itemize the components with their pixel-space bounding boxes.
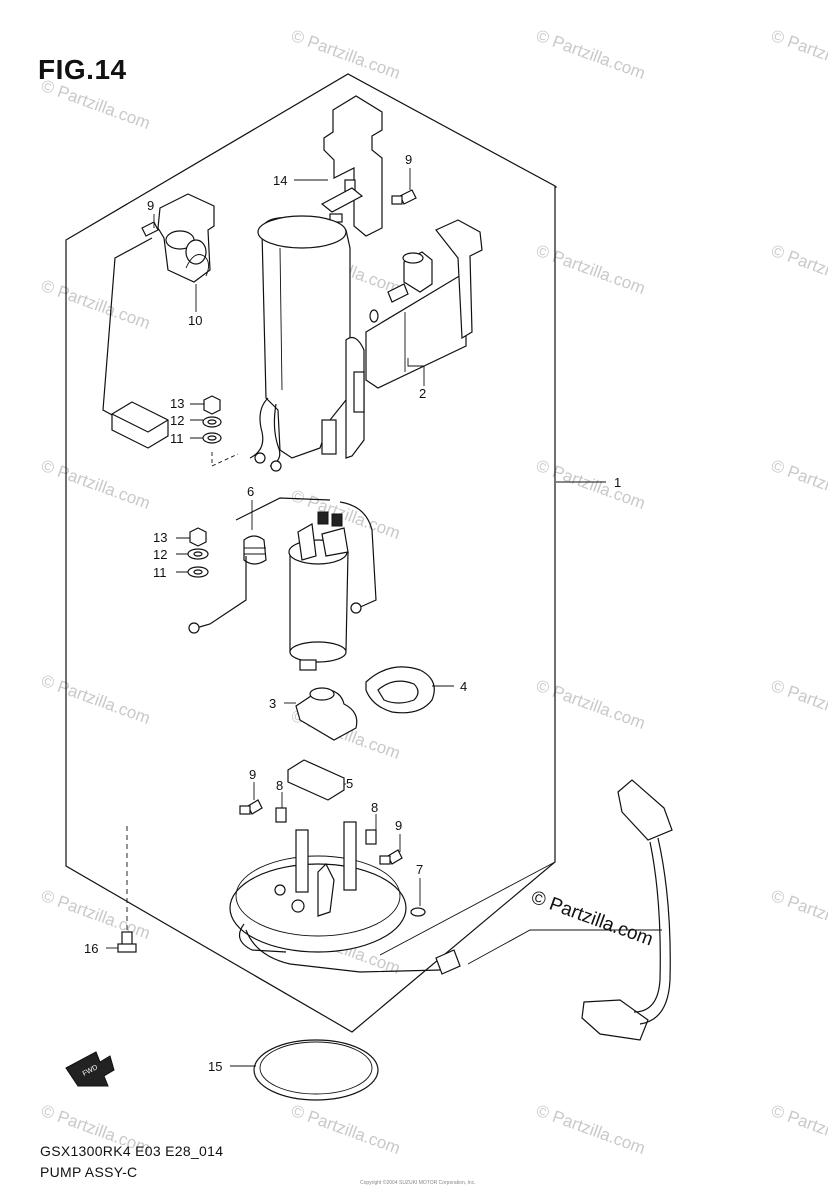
- pump-housing-part-2: [249, 215, 483, 472]
- watermark-text: © Partzilla.com: [289, 26, 403, 83]
- watermark-text: © Partzilla.com: [769, 886, 828, 943]
- watermark-text: © Partzilla.com: [769, 456, 828, 513]
- watermark-text: © Partzilla.com: [769, 676, 828, 733]
- assembly-name: PUMP ASSY-C: [40, 1164, 138, 1180]
- holder-part-3: [295, 687, 358, 741]
- callout-7: 7: [416, 862, 423, 877]
- watermark-text: © Partzilla.com: [289, 1101, 403, 1158]
- callout-11b: 11: [153, 565, 167, 580]
- watermark-text: © Partzilla.com: [769, 1101, 828, 1158]
- watermark-prominent: © Partzilla.com: [528, 887, 655, 951]
- callout-13b: 13: [153, 530, 167, 545]
- figure-title: FIG.14: [38, 54, 127, 85]
- fuel-hose: [555, 186, 673, 1041]
- callout-14: 14: [273, 173, 287, 188]
- watermark-text: © Partzilla.com: [534, 456, 648, 513]
- hardware-group-upper: [202, 395, 239, 467]
- callout-2: 2: [419, 386, 426, 401]
- screws-and-clamps: [239, 799, 426, 917]
- bracket-part-14: [320, 95, 383, 237]
- screw-part-9-top: [391, 189, 417, 205]
- callout-8b: 8: [371, 800, 378, 815]
- callout-numbers: 1 2 3 4 5 6 7 8 8 9 9 9 9 10 11 11 12 12…: [84, 152, 621, 1074]
- callout-6: 6: [247, 484, 254, 499]
- watermark-text: © Partzilla.com: [39, 76, 153, 133]
- callout-9d: 9: [395, 818, 402, 833]
- watermark-text: © Partzilla.com: [534, 1101, 648, 1158]
- copyright-note: Copyright ©2004 SUZUKI MOTOR Corporation…: [360, 1180, 476, 1186]
- watermark-text: © Partzilla.com: [39, 671, 153, 728]
- leader-lines: [106, 168, 662, 1067]
- watermark-text: © Partzilla.com: [534, 26, 648, 83]
- o-ring-part-15: [253, 1039, 379, 1101]
- watermark-text: © Partzilla.com: [534, 241, 648, 298]
- hardware-group-lower: [187, 527, 209, 578]
- callout-5: 5: [346, 776, 353, 791]
- callout-11a: 11: [170, 431, 184, 446]
- clip-part-4: [365, 666, 435, 714]
- damper-part-6: [243, 535, 267, 565]
- callout-1: 1: [614, 475, 621, 490]
- callout-12a: 12: [170, 413, 184, 428]
- callout-9a: 9: [405, 152, 412, 167]
- callout-12b: 12: [153, 547, 167, 562]
- watermark-text: © Partzilla.com: [769, 241, 828, 298]
- pump-base-plate: [229, 821, 461, 975]
- watermark-text: © Partzilla.com: [39, 456, 153, 513]
- callout-10: 10: [188, 313, 202, 328]
- callout-13a: 13: [170, 396, 184, 411]
- callout-3: 3: [269, 696, 276, 711]
- fuel-pump-motor: [188, 497, 377, 671]
- callout-15: 15: [208, 1059, 222, 1074]
- plate-part-5: [287, 759, 345, 801]
- forward-arrow-icon: FWD: [65, 1051, 115, 1087]
- callout-16: 16: [84, 941, 98, 956]
- model-code: GSX1300RK4 E03 E28_014: [40, 1143, 224, 1159]
- callout-4: 4: [460, 679, 467, 694]
- watermark-text: © Partzilla.com: [534, 676, 648, 733]
- watermark-text: © Partzilla.com: [39, 276, 153, 333]
- watermarks: © Partzilla.com © Partzilla.com © Partzi…: [39, 26, 828, 1158]
- callout-9c: 9: [249, 767, 256, 782]
- callout-9b: 9: [147, 198, 154, 213]
- level-gauge-part-10: [102, 193, 215, 449]
- watermark-text: © Partzilla.com: [39, 886, 153, 943]
- callout-8a: 8: [276, 778, 283, 793]
- watermark-text: © Partzilla.com: [769, 26, 828, 83]
